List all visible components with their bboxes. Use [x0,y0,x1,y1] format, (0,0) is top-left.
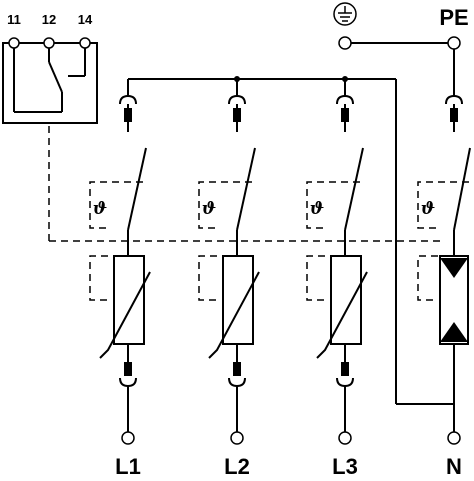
gas-discharge-tube-icon [439,255,469,345]
fuse-icon [119,94,137,105]
thermal-box-lower [198,255,217,301]
thermal-box [306,181,360,229]
contact-label-12: 12 [42,12,56,27]
thermal-linkage [48,126,440,242]
thermal-box [417,181,470,229]
thermal-disconnector-icon [344,147,364,231]
thermal-symbol: ϑ [93,199,107,219]
fuse-cap-bottom [119,377,137,388]
phase-label-l3: L3 [332,454,358,479]
fuse-body-top [233,108,241,122]
neutral-label: N [446,454,462,479]
phase-label-l2: L2 [224,454,250,479]
channel-l3: ϑ L3 [306,94,368,479]
common-bus [127,49,455,405]
contact-label-14: 14 [78,12,93,27]
thermal-box-lower [306,255,325,301]
thermal-box [89,181,143,229]
thermal-disconnector-icon [236,147,256,231]
earth-label: PE [439,5,468,30]
thermal-box [198,181,252,229]
fuse-body-top [124,108,132,122]
terminal-l3 [338,431,352,445]
contact-label-11: 11 [7,12,21,27]
terminal-l1 [121,431,135,445]
thermal-box-lower [417,255,438,301]
channel-l2: ϑ L2 [198,94,260,479]
fuse-body-bottom [341,362,349,376]
phase-label-l1: L1 [115,454,141,479]
channel-l1: ϑ L1 [89,94,151,479]
fuse-icon [228,94,246,105]
fuse-cap-bottom [336,377,354,388]
channel-neutral: ϑ N [417,94,471,479]
terminal-11 [8,37,20,49]
fuse-body-top [450,108,458,122]
thermal-disconnector-icon [127,147,147,231]
terminal-l2 [230,431,244,445]
earth-section: PE [333,2,469,50]
varistor-curve [208,271,260,359]
protective-earth-icon [333,2,357,26]
thermal-box-lower [89,255,108,301]
fuse-body-bottom [233,362,241,376]
fuse-icon [336,94,354,105]
contact-switch-blade [48,61,63,93]
fuse-body-bottom [124,362,132,376]
fuse-body-top [341,108,349,122]
signal-contact-block: 11 12 14 [2,12,98,124]
terminal-12 [43,37,55,49]
thermal-symbol: ϑ [310,199,324,219]
thermal-symbol: ϑ [421,199,435,219]
terminal-14 [79,37,91,49]
terminal-earth [338,36,352,50]
fuse-icon [445,94,463,105]
terminal-n [447,431,461,445]
varistor-curve [99,271,151,359]
terminal-pe [447,36,461,50]
thermal-disconnector-icon [453,147,471,231]
varistor-curve [316,271,368,359]
fuse-cap-bottom [228,377,246,388]
thermal-symbol: ϑ [202,199,216,219]
